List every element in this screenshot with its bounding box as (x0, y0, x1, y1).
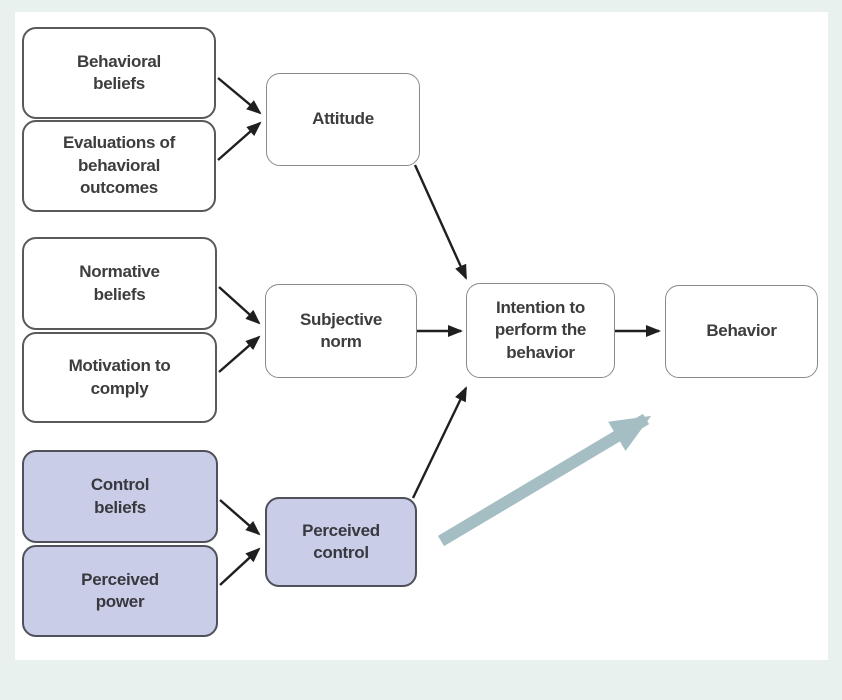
node-normative-beliefs: Normative beliefs (22, 237, 217, 330)
node-attitude: Attitude (266, 73, 420, 166)
node-intention-to-perform-the-behavior: Intention to perform the behavior (466, 283, 615, 378)
node-subjective-norm: Subjective norm (265, 284, 417, 378)
node-behavioral-beliefs: Behavioral beliefs (22, 27, 216, 119)
node-perceived-power: Perceived power (22, 545, 218, 637)
node-perceived-control: Perceived control (265, 497, 417, 587)
node-motivation-to-comply: Motivation to comply (22, 332, 217, 423)
node-control-beliefs: Control beliefs (22, 450, 218, 543)
node-evaluations-of-behavioral-outcomes: Evaluations of behavioral outcomes (22, 120, 216, 212)
node-behavior: Behavior (665, 285, 818, 378)
